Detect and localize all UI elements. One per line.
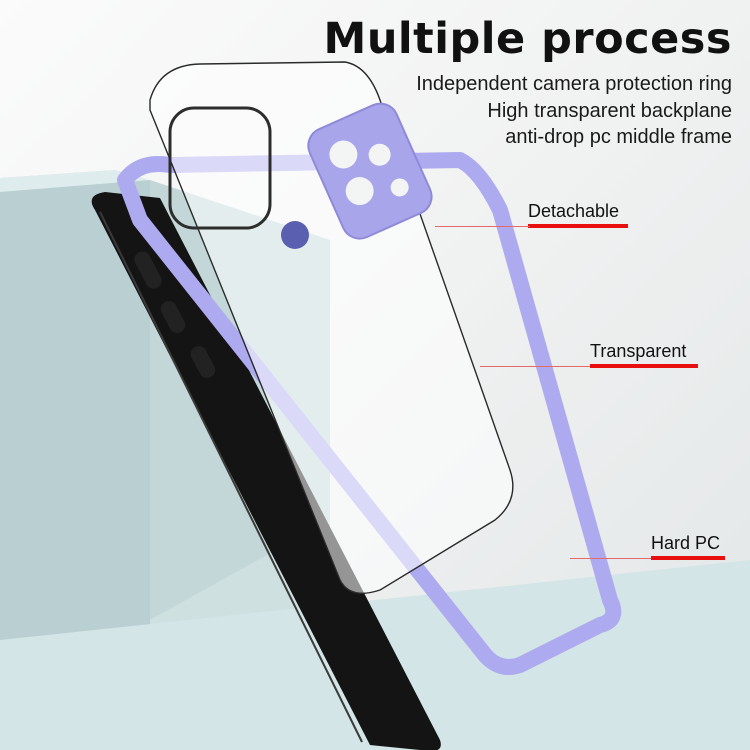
lavender-frame [117,152,622,675]
headline-line-1: Independent camera protection ring [416,73,732,95]
callout-leader-line [480,366,590,367]
callout-leader-line [570,558,651,559]
callout-underline [528,224,628,228]
frame-slots [134,251,216,378]
callout-transparent: Transparent [590,341,687,361]
clear-case [149,61,514,594]
callout-underline [590,364,698,368]
headline-line-3: anti-drop pc middle frame [505,126,732,148]
headline-title: Multiple process [323,14,732,64]
camera-ring [307,102,433,240]
callout-underline [651,556,725,560]
callout-detachable: Detachable [528,201,620,221]
callout-leader-line [435,226,530,227]
callout-hard-pc: Hard PC [651,533,721,553]
headline-line-2: High transparent backplane [487,100,732,122]
